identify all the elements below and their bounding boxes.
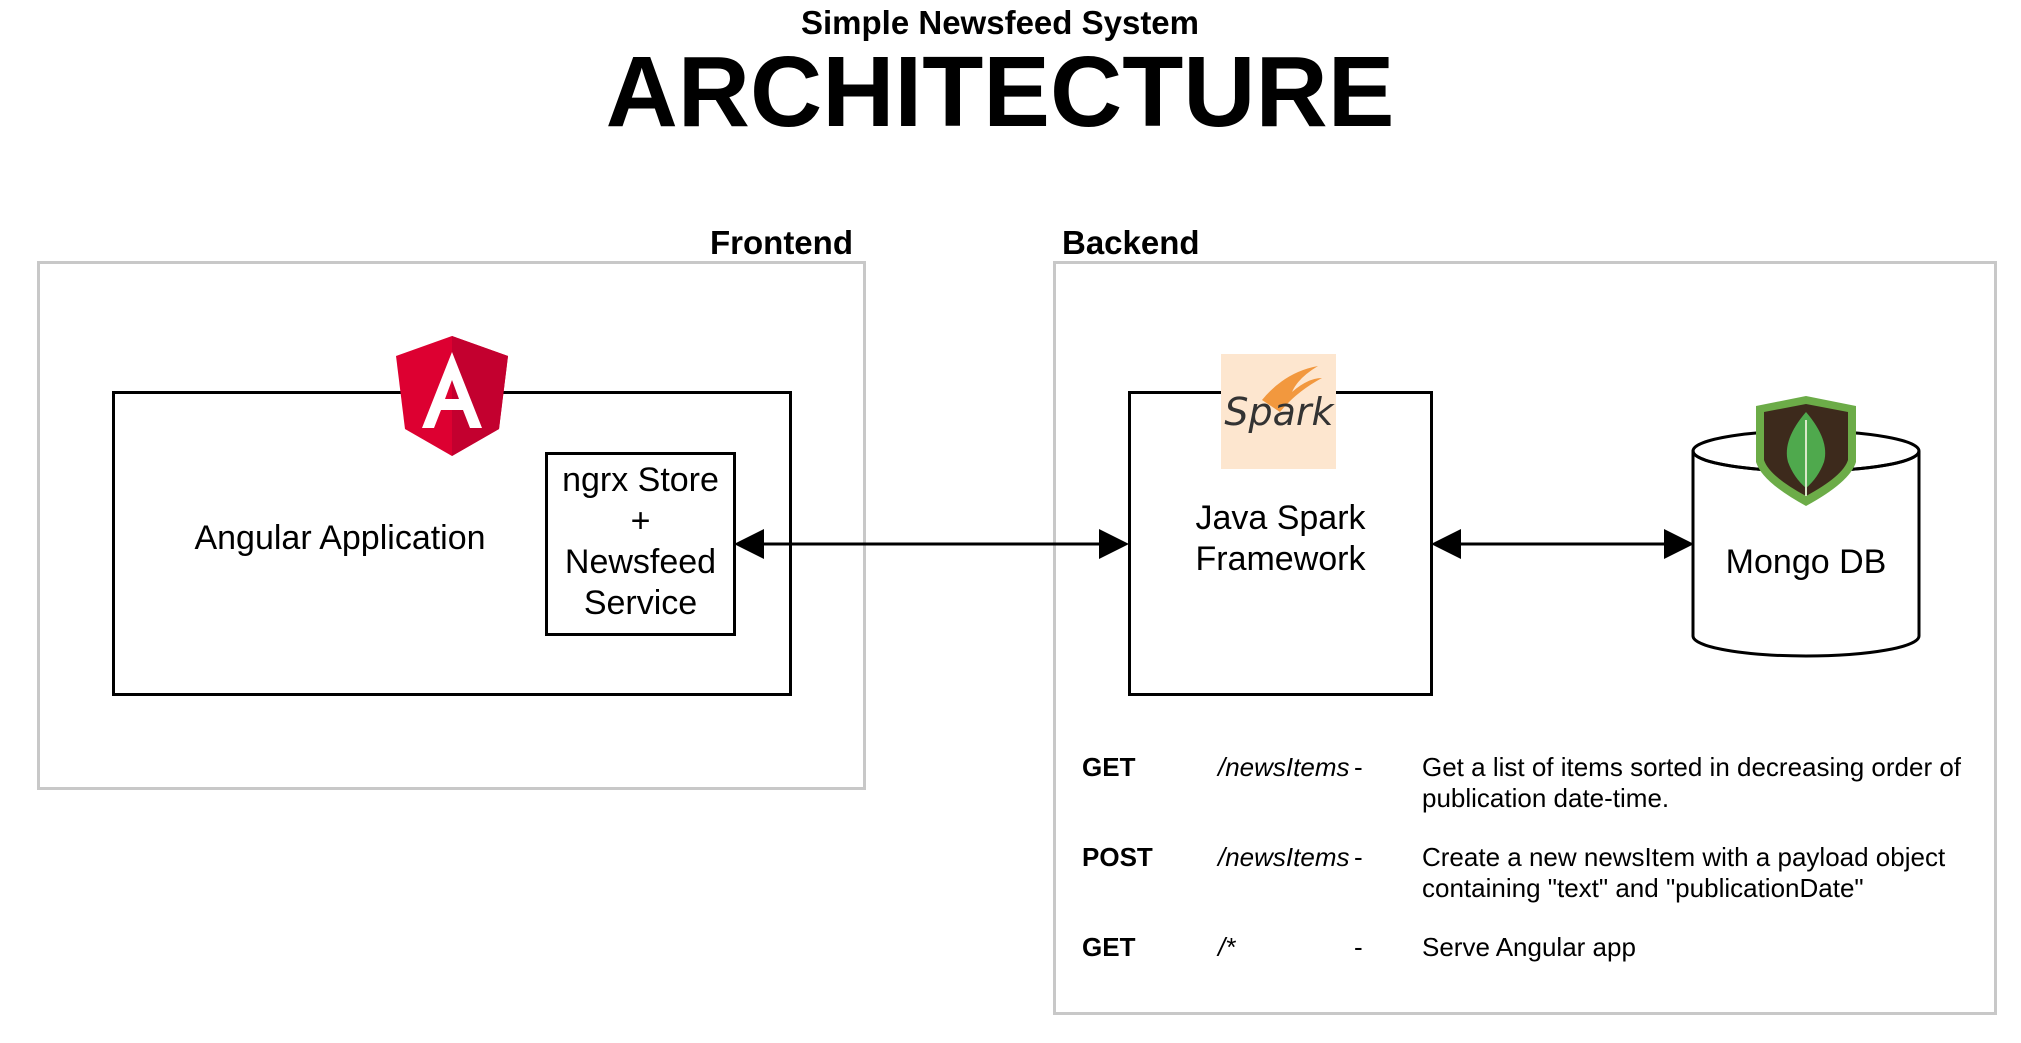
diagram-title: ARCHITECTURE [605, 36, 1395, 148]
java-spark-label: Java Spark Framework [1128, 498, 1433, 580]
api-desc-line: containing "text" and "publicationDate" [1422, 873, 1864, 903]
store-line: + [630, 502, 651, 540]
mongodb-label: Mongo DB [1725, 543, 1887, 581]
mongodb-leaf-icon [1756, 396, 1856, 506]
api-path: /newsItems [1218, 842, 1350, 872]
spark-logo-icon: Spark [1221, 354, 1336, 469]
ngrx-store-node: ngrx Store + Newsfeed Service [545, 452, 736, 636]
api-path: /newsItems [1218, 752, 1350, 782]
api-desc-line: publication date-time. [1422, 783, 1670, 813]
api-dash: - [1354, 932, 1363, 962]
api-method: POST [1082, 842, 1153, 872]
angular-application-label: Angular Application [194, 519, 486, 557]
api-dash: - [1354, 752, 1363, 782]
angular-logo-icon [396, 336, 508, 456]
server-line: Framework [1195, 540, 1366, 578]
server-line: Java Spark [1195, 499, 1366, 537]
api-desc-line: Get a list of items sorted in decreasing… [1422, 752, 1962, 782]
store-line: Newsfeed [564, 543, 717, 581]
store-line: Service [583, 584, 698, 622]
api-desc-line: Create a new newsItem with a payload obj… [1422, 842, 1946, 872]
api-dash: - [1354, 842, 1363, 872]
backend-label: Backend [1062, 224, 1200, 261]
api-method: GET [1082, 752, 1136, 782]
backend-group [1053, 261, 1997, 1015]
store-line: ngrx Store [562, 461, 719, 499]
diagram-subtitle: Simple Newsfeed System [801, 4, 1199, 41]
frontend-group [37, 261, 866, 790]
mongodb-cylinder [1691, 429, 1921, 658]
spark-logo-text: Spark [1224, 390, 1335, 434]
api-method: GET [1082, 932, 1136, 962]
api-path: /* [1218, 932, 1236, 962]
api-desc-line: Serve Angular app [1422, 932, 1636, 962]
frontend-label: Frontend [710, 224, 853, 261]
